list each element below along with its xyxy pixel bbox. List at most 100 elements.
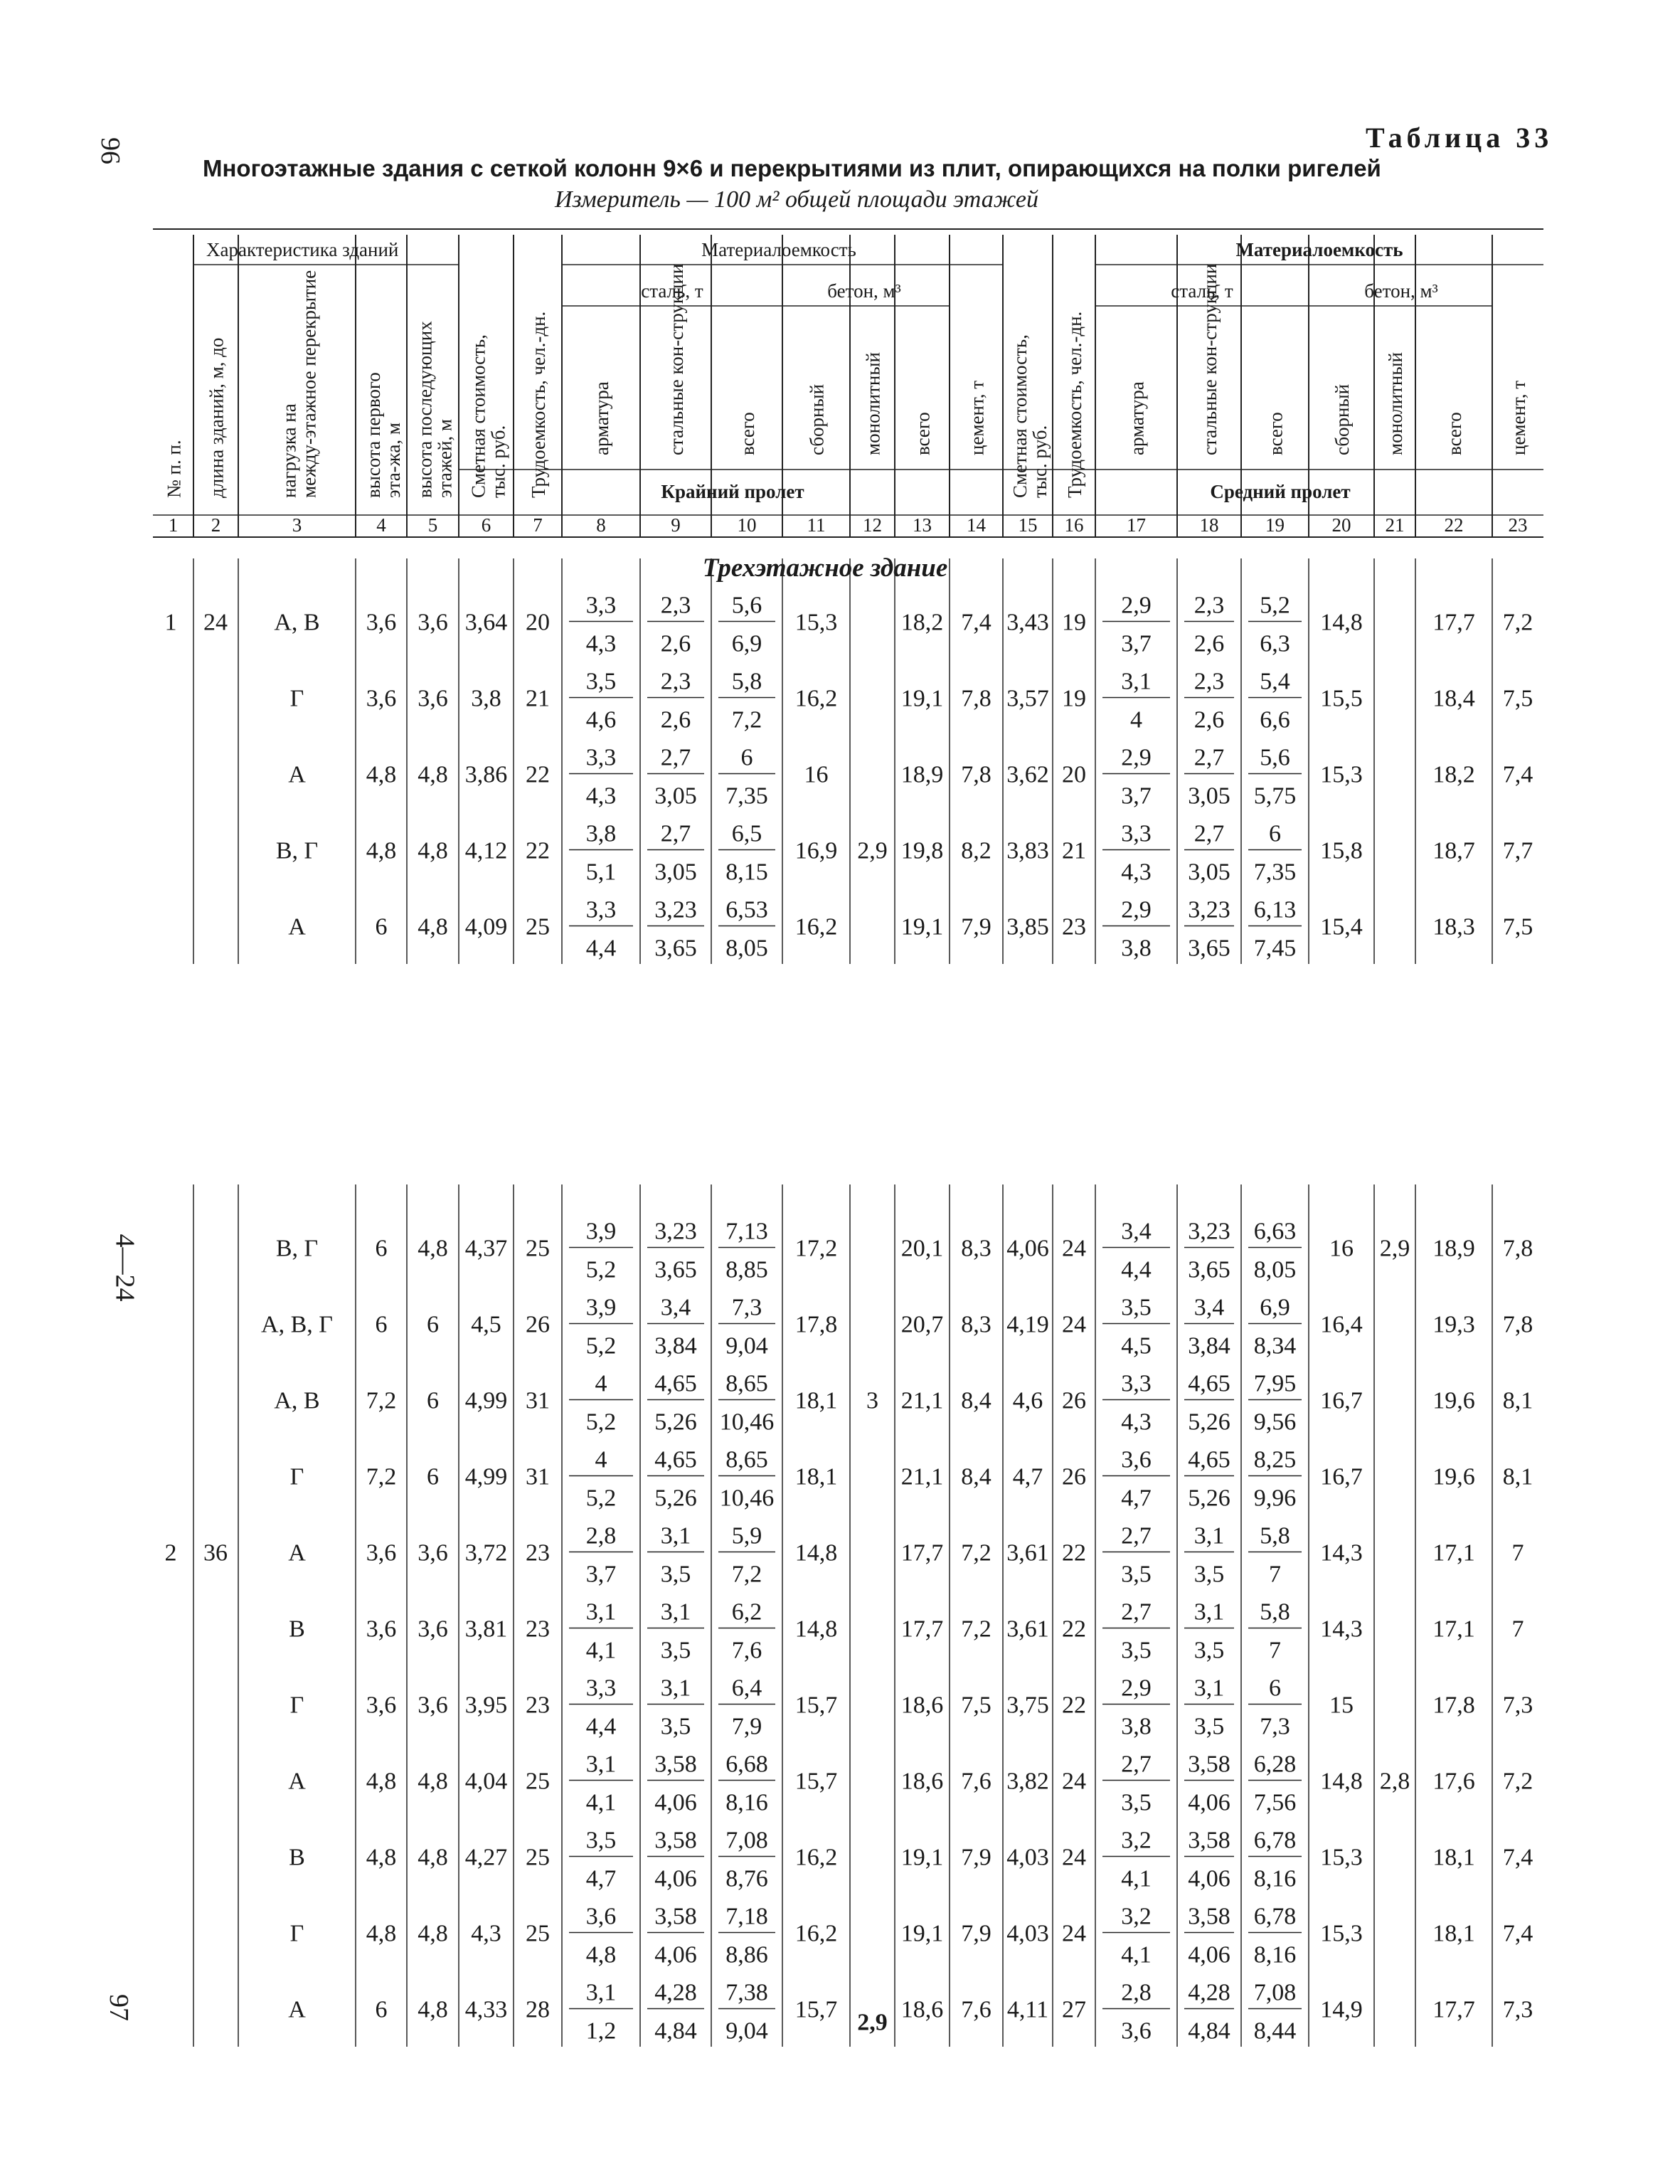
g2-row-3-labor-l: 31 [526,1388,550,1414]
g2-row-9-cost-r: 4,03 [1006,1845,1049,1871]
g2-row-2-h2: 6 [427,1312,439,1338]
g2-row-8-h1: 4,8 [366,1769,397,1795]
col-label-8: арматура [591,381,612,455]
g2-row-1-frac-top-8: 3,23 [654,1219,697,1245]
g2-row-8-btot-l: 18,6 [901,1769,944,1795]
g2-row-6-frac-top-16: 2,7 [1121,1599,1152,1626]
g2-row-11-frac-bot-17: 4,84 [1188,2018,1230,2045]
g2-row-1-frac-bot-9: 8,85 [725,1257,768,1283]
g1-row-4-cem-l: 8,2 [961,838,991,864]
g1-row-3-labor-r: 20 [1062,762,1086,788]
g2-row-10-load: Г [290,1921,304,1947]
g2-row-11-h1: 6 [376,1997,388,2023]
g1-row-1-frac-top-9: 5,6 [732,593,762,619]
g2-row-3-h2: 6 [427,1388,439,1414]
g2-row-2-labor-l: 26 [526,1312,550,1338]
g2-row-7-btot-r: 17,8 [1432,1692,1475,1719]
g2-row-1-labor-l: 25 [526,1236,550,1262]
g1-row-1-frac-top-8: 2,3 [661,593,691,619]
g2-row-8-frac-bot-9: 8,16 [725,1790,768,1816]
g1-row-1-frac-top-17: 2,3 [1194,593,1225,619]
g2-row-1-frac-bot-17: 3,65 [1188,1257,1230,1283]
g2-row-6-frac-bot-7: 4,1 [586,1638,617,1664]
g2-row-11-frac-bot-18: 8,44 [1254,2018,1297,2045]
g1-row-3-btot-l: 18,9 [901,762,944,788]
g2-row-7-frac-bot-17: 3,5 [1194,1714,1225,1740]
g2-row-3-frac-bot-7: 5,2 [586,1409,617,1436]
g2-row-6-frac-bot-8: 3,5 [661,1638,691,1664]
g2-row-4-frac-top-7: 4 [595,1447,607,1473]
g2-row-7-frac-top-8: 3,1 [661,1675,691,1702]
g2-row-11-btot-l: 18,6 [901,1997,944,2023]
col-number-19: 19 [1265,514,1285,536]
g2-row-5-frac-top-17: 3,1 [1194,1523,1225,1549]
col-label-7: Трудоемкость, чел.-дн. [528,312,549,498]
g2-row-6-frac-bot-18: 7 [1269,1638,1281,1664]
g2-row-5-btot-l: 17,7 [901,1540,944,1567]
concrete-left-label: бетон, м³ [827,280,900,302]
g2-row-4-h1: 7,2 [366,1464,397,1490]
concrete-right-label: бетон, м³ [1364,280,1437,302]
g2-row-1-cost-l: 4,37 [465,1236,508,1262]
g2-row-5-frac-bot-8: 3,5 [661,1562,691,1588]
g2-row-8-frac-top-16: 2,7 [1121,1751,1152,1778]
g2-row-3-frac-top-8: 4,65 [654,1371,697,1397]
col-number-23: 23 [1509,514,1528,536]
g2-row-5-labor-r: 22 [1062,1540,1086,1567]
g1-row-5-cost-l: 4,09 [465,914,508,940]
g2-row-8-cem-r: 7,2 [1503,1769,1533,1795]
g1-row-5-cem-l: 7,9 [961,914,991,940]
g1-row-2-frac-bot-18: 6,6 [1260,707,1290,733]
g1-row-1-frac-bot-17: 2,6 [1194,631,1225,657]
g2-row-5-cem-l: 7,2 [961,1540,991,1567]
g2-row-8-cem-l: 7,6 [961,1769,991,1795]
col-number-7: 7 [533,514,543,536]
g2-row-9-pre-r: 15,3 [1320,1845,1363,1871]
col-label-3-b: между-этажное перекрытие [299,270,320,498]
col-label-19: всего [1265,412,1287,455]
g2-row-7-pre-r: 15 [1329,1692,1354,1719]
g2-row-9-frac-top-7: 3,5 [586,1828,617,1854]
g1-row-5-btot-r: 18,3 [1432,914,1475,940]
g1-row-3-btot-r: 18,2 [1432,762,1475,788]
g1-row-5-frac-top-16: 2,9 [1121,897,1152,923]
g2-row-11-frac-bot-9: 9,04 [725,2018,768,2045]
steel-right-label: сталь, т [1171,280,1233,302]
g2-row-3-cost-l: 4,99 [465,1388,508,1414]
g1-row-4-frac-top-8: 2,7 [661,821,691,847]
col-number-21: 21 [1386,514,1405,536]
g1-row-4-load: В, Г [276,838,318,864]
g2-row-2-frac-bot-7: 5,2 [586,1333,617,1359]
g1-row-2-frac-top-7: 3,5 [586,669,617,695]
g1-row-1-frac-top-18: 5,2 [1260,593,1290,619]
col-label-9: стальные кон-струкции [666,264,687,455]
g2-row-9-frac-top-8: 3,58 [654,1828,697,1854]
g1-num: 1 [165,610,177,636]
g1-row-1-load: А, В [274,610,319,636]
g1-row-4-labor-l: 22 [526,838,550,864]
g1-row-2-load: Г [290,686,304,712]
g2-row-11-frac-bot-7: 1,2 [586,2018,617,2045]
g1-row-1-cem-l: 7,4 [961,610,991,636]
col-number-11: 11 [807,514,826,536]
col-number-12: 12 [863,514,882,536]
group-characteristics-label: Характеристика зданий [206,239,398,260]
g2-row-3-cem-r: 8,1 [1503,1388,1533,1414]
g1-row-1-frac-bot-8: 2,6 [661,631,691,657]
g1-row-5-frac-bot-8: 3,65 [654,935,697,962]
g2-row-10-pre-r: 15,3 [1320,1921,1363,1947]
g1-row-2-frac-bot-17: 2,6 [1194,707,1225,733]
g2-row-4-cem-r: 8,1 [1503,1464,1533,1490]
g2-row-6-btot-l: 17,7 [901,1616,944,1643]
g2-row-3-btot-r: 19,6 [1432,1388,1475,1414]
g1-row-3-h1: 4,8 [366,762,397,788]
g2-row-4-frac-bot-16: 4,7 [1121,1485,1152,1512]
g2-row-2-frac-bot-16: 4,5 [1121,1333,1152,1359]
g2-row-9-frac-bot-17: 4,06 [1188,1866,1230,1892]
g2-row-8-frac-bot-7: 4,1 [586,1790,617,1816]
g2-row-5-frac-top-16: 2,7 [1121,1523,1152,1549]
g1-row-3-cost-l: 3,86 [465,762,508,788]
g2-row-8-frac-bot-16: 3,5 [1121,1790,1152,1816]
g2-row-10-btot-l: 19,1 [901,1921,944,1947]
g2-row-10-frac-top-16: 3,2 [1121,1904,1152,1930]
